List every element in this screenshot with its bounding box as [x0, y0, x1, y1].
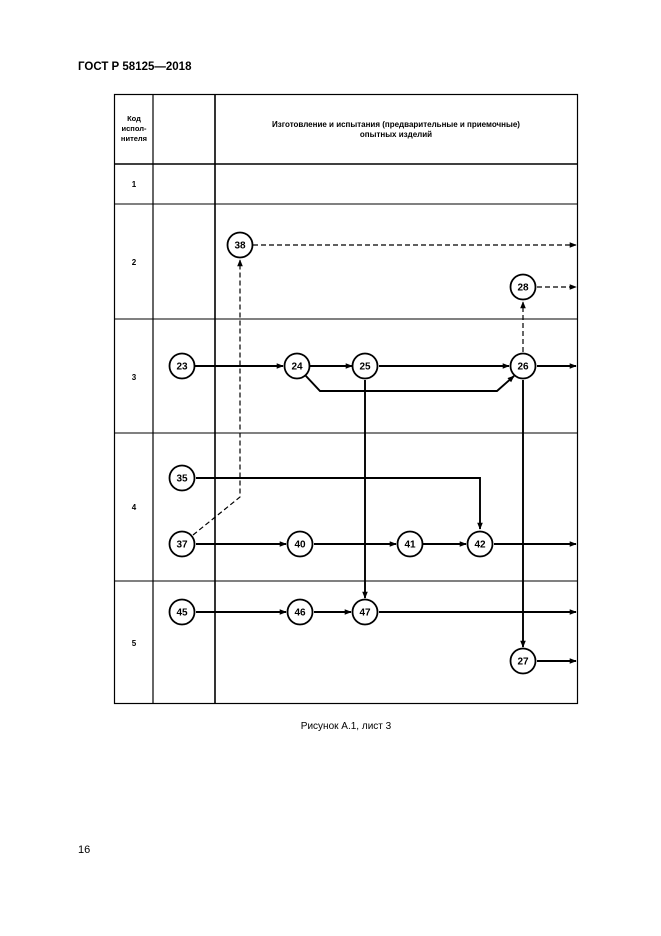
row-code-2: 2 [132, 258, 137, 267]
node-label: 26 [517, 362, 529, 373]
node-46: 46 [286, 598, 314, 626]
node-28: 28 [509, 273, 537, 301]
node-37: 37 [168, 530, 196, 558]
node-label: 40 [294, 540, 306, 551]
node-42: 42 [466, 530, 494, 558]
edge-35-42 [196, 477, 483, 530]
node-label: 28 [517, 283, 529, 294]
node-label: 35 [176, 474, 188, 485]
node-label: 42 [474, 540, 486, 551]
node-label: 23 [176, 362, 188, 373]
node-38: 38 [226, 231, 254, 259]
node-label: 27 [517, 657, 529, 668]
node-label: 41 [404, 540, 416, 551]
node-40: 40 [286, 530, 314, 558]
row-code-5: 5 [132, 639, 137, 648]
row-code-3: 3 [132, 373, 137, 382]
edge-37-38 [192, 259, 243, 536]
code-header-line-1: Код [127, 114, 141, 123]
node-41: 41 [396, 530, 424, 558]
edges [192, 242, 577, 664]
node-25: 25 [351, 352, 379, 380]
node-label: 38 [234, 241, 246, 252]
node-label: 47 [359, 608, 371, 619]
row-code-4: 4 [132, 503, 137, 512]
node-label: 37 [176, 540, 188, 551]
node-27: 27 [509, 647, 537, 675]
edge-24-26 [304, 374, 515, 392]
node-label: 46 [294, 608, 306, 619]
node-26: 26 [509, 352, 537, 380]
node-24: 24 [283, 352, 311, 380]
table-title-line-2: опытных изделий [360, 130, 432, 139]
node-label: 25 [359, 362, 371, 373]
node-45: 45 [168, 598, 196, 626]
code-header-line-3: нителя [121, 134, 147, 143]
document-header: ГОСТ Р 58125—2018 [78, 61, 192, 73]
node-label: 45 [176, 608, 188, 619]
table-title-line-1: Изготовление и испытания (предварительны… [272, 120, 520, 129]
page-number: 16 [78, 844, 91, 856]
node-35: 35 [168, 464, 196, 492]
figure-caption: Рисунок А.1, лист 3 [300, 721, 392, 732]
table-frame [113, 93, 579, 705]
row-code-1: 1 [132, 180, 137, 189]
code-header-line-2: испол- [122, 124, 147, 133]
node-47: 47 [351, 598, 379, 626]
node-23: 23 [168, 352, 196, 380]
node-label: 24 [291, 362, 303, 373]
